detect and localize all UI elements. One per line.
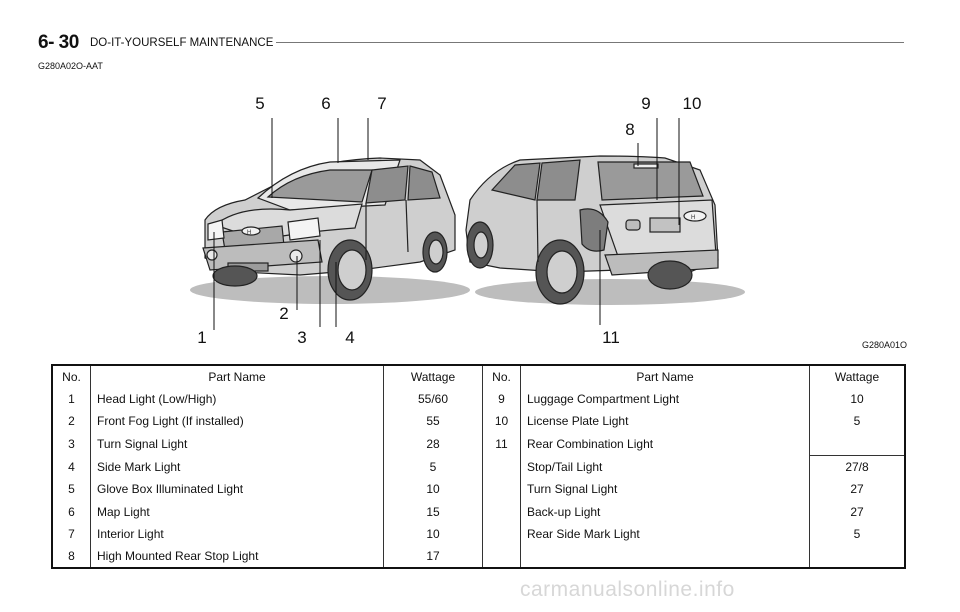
- left-watt: 15: [384, 500, 483, 522]
- left-part: Side Mark Light: [91, 455, 384, 478]
- callout-5: 5: [248, 94, 272, 114]
- header-watt-right: Wattage: [810, 365, 906, 388]
- callout-4: 4: [338, 328, 362, 348]
- left-part: Turn Signal Light: [91, 433, 384, 456]
- left-no: 7: [52, 523, 91, 545]
- callout-10: 10: [680, 94, 704, 114]
- right-part: Rear Combination Light: [521, 433, 810, 456]
- right-no: 9: [483, 388, 521, 410]
- bulb-wattage-table: No. Part Name Wattage No. Part Name Watt…: [51, 364, 906, 569]
- left-part: High Mounted Rear Stop Light: [91, 545, 384, 568]
- left-no: 3: [52, 433, 91, 456]
- left-no: 5: [52, 478, 91, 500]
- left-no: 1: [52, 388, 91, 410]
- vehicle-illustration: H H: [0, 0, 960, 360]
- left-part: Front Fog Light (If installed): [91, 410, 384, 432]
- image-code: G280A01O: [862, 340, 907, 350]
- callout-6: 6: [314, 94, 338, 114]
- right-watt: 27/8: [810, 455, 906, 478]
- left-part: Interior Light: [91, 523, 384, 545]
- right-watt: 10: [810, 388, 906, 410]
- right-part: Luggage Compartment Light: [521, 388, 810, 410]
- callout-3: 3: [290, 328, 314, 348]
- header-no-right: No.: [483, 365, 521, 388]
- header-no-left: No.: [52, 365, 91, 388]
- right-watt: [810, 545, 906, 568]
- rear-badge: H: [691, 215, 695, 221]
- right-part: [521, 545, 810, 568]
- right-no: 10: [483, 410, 521, 432]
- header-part-right: Part Name: [521, 365, 810, 388]
- right-watt: 5: [810, 523, 906, 545]
- watermark: carmanualsonline.info: [520, 578, 735, 602]
- table-row: 4 Side Mark Light 5 Stop/Tail Light 27/8: [52, 455, 905, 478]
- table-row: 3 Turn Signal Light 28 11 Rear Combinati…: [52, 433, 905, 456]
- table-row: 8 High Mounted Rear Stop Light 17: [52, 545, 905, 568]
- left-no: 4: [52, 455, 91, 478]
- callout-8: 8: [618, 120, 642, 140]
- right-watt: 27: [810, 478, 906, 500]
- front-badge: H: [247, 230, 251, 236]
- table-row: 2 Front Fog Light (If installed) 55 10 L…: [52, 410, 905, 432]
- left-no: 2: [52, 410, 91, 432]
- right-no: 11: [483, 433, 521, 569]
- header-part-left: Part Name: [91, 365, 384, 388]
- left-part: Head Light (Low/High): [91, 388, 384, 410]
- right-watt: 27: [810, 500, 906, 522]
- callout-2: 2: [272, 304, 296, 324]
- left-no: 6: [52, 500, 91, 522]
- left-watt: 55: [384, 410, 483, 432]
- table-header-row: No. Part Name Wattage No. Part Name Watt…: [52, 365, 905, 388]
- table-row: 6 Map Light 15 Back-up Light 27: [52, 500, 905, 522]
- callout-9: 9: [634, 94, 658, 114]
- left-watt: 5: [384, 455, 483, 478]
- right-part: License Plate Light: [521, 410, 810, 432]
- right-watt: 5: [810, 410, 906, 432]
- left-part: Map Light: [91, 500, 384, 522]
- right-part: Rear Side Mark Light: [521, 523, 810, 545]
- left-no: 8: [52, 545, 91, 568]
- table-row: 1 Head Light (Low/High) 55/60 9 Luggage …: [52, 388, 905, 410]
- left-watt: 17: [384, 545, 483, 568]
- left-part: Glove Box Illuminated Light: [91, 478, 384, 500]
- callout-1: 1: [190, 328, 214, 348]
- table-row: 5 Glove Box Illuminated Light 10 Turn Si…: [52, 478, 905, 500]
- rear-vehicle: H: [466, 156, 745, 305]
- table-row: 7 Interior Light 10 Rear Side Mark Light…: [52, 523, 905, 545]
- left-watt: 10: [384, 523, 483, 545]
- callout-11: 11: [599, 328, 623, 348]
- left-watt: 55/60: [384, 388, 483, 410]
- left-watt: 28: [384, 433, 483, 456]
- right-part: Back-up Light: [521, 500, 810, 522]
- header-watt-left: Wattage: [384, 365, 483, 388]
- left-watt: 10: [384, 478, 483, 500]
- front-vehicle: H: [190, 158, 470, 304]
- callout-7: 7: [370, 94, 394, 114]
- right-watt: [810, 433, 906, 456]
- right-part: Turn Signal Light: [521, 478, 810, 500]
- right-part: Stop/Tail Light: [521, 455, 810, 478]
